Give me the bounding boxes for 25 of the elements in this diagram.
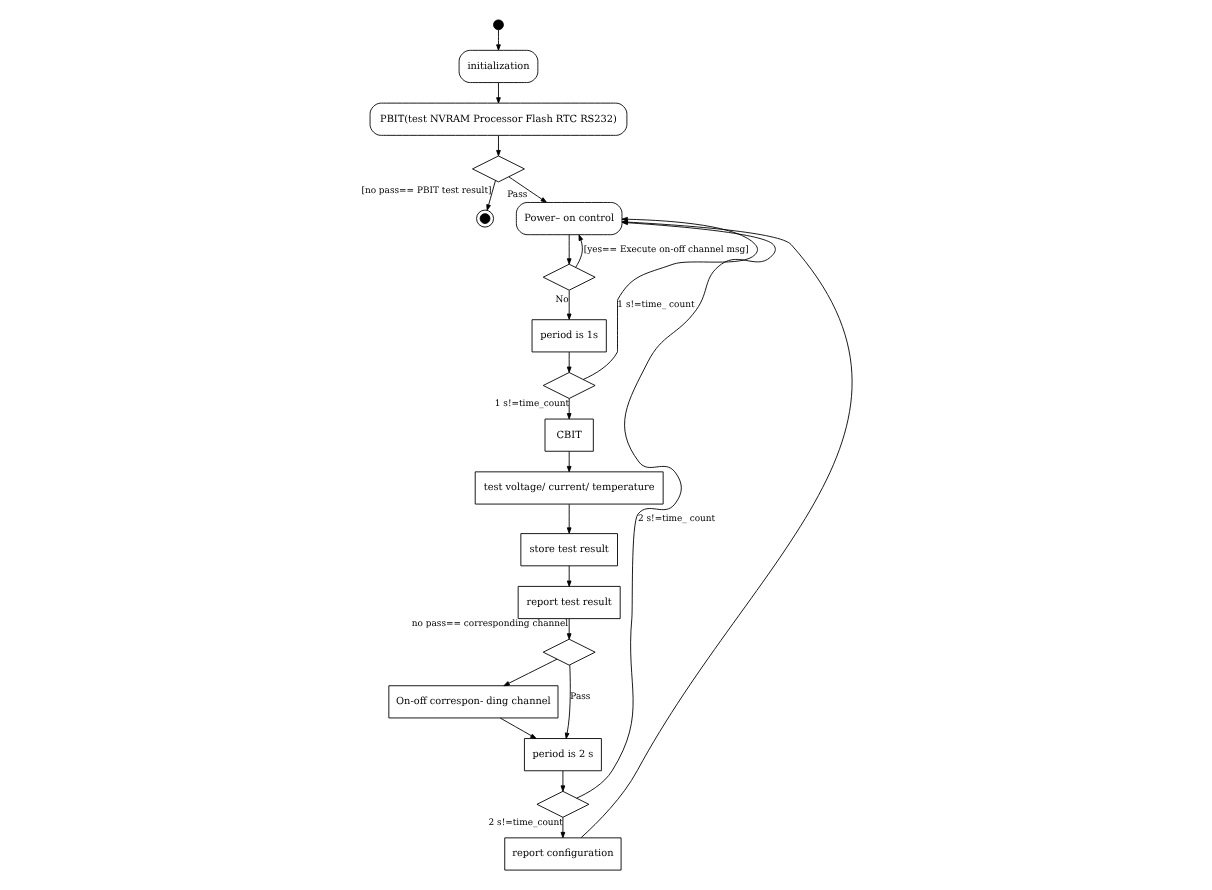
arrow [565, 618, 571, 640]
node-diamond [535, 790, 589, 818]
arrow [574, 234, 583, 268]
arrow [507, 176, 546, 203]
arrow [559, 770, 565, 792]
node-circle [492, 19, 503, 31]
node-diamond [541, 263, 595, 291]
arrow [565, 503, 571, 534]
arrow [498, 717, 536, 739]
arrow [495, 82, 500, 104]
arrow [565, 450, 571, 473]
arrow [502, 658, 557, 687]
arrow [495, 135, 500, 157]
arrow [565, 351, 571, 373]
node-diamond [541, 372, 595, 399]
arrow [485, 180, 495, 211]
arrow [563, 664, 570, 739]
arrow [565, 234, 571, 265]
node-diamond [541, 638, 595, 666]
arrow [495, 29, 500, 51]
node-diamond [471, 155, 524, 183]
arrow [565, 290, 571, 320]
arrow [565, 565, 571, 587]
arrow [559, 816, 565, 839]
arrow [565, 398, 571, 420]
